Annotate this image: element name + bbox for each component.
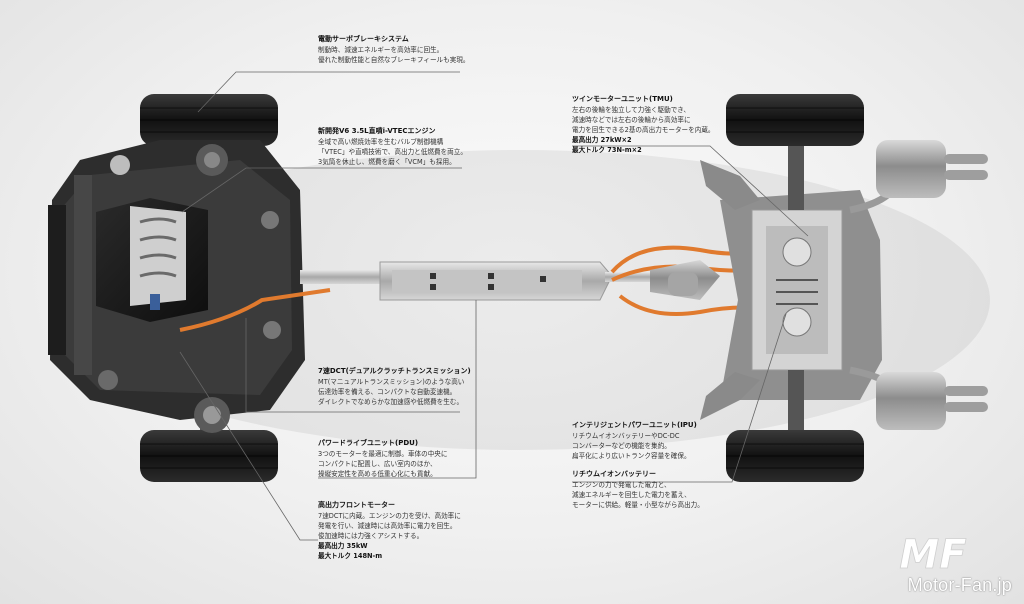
leader-tmu	[572, 145, 809, 237]
mf-logo-letters: MF	[899, 534, 966, 574]
rear-right-axle	[788, 370, 804, 440]
leader-motor	[179, 351, 318, 541]
leader-ipu	[572, 313, 787, 483]
callout-battery-line: エンジンの力で発電した電力と、	[572, 481, 671, 489]
callout-engine: 新開発V6 3.5L直噴i-VTECエンジン 全域で高い燃焼効率を生むバルブ制御…	[318, 126, 467, 167]
callout-pdu-line: コンパクトに配置し、広い室内のほか、	[318, 460, 437, 468]
engine-cover	[96, 198, 208, 322]
callout-battery-line: 減速エネルギーを回生した電力を蓄え、	[572, 491, 691, 499]
rear-left-tire	[726, 94, 864, 146]
callout-front-motor: 高出力フロントモーター 7速DCTに内蔵。エンジンの力を受け、高効率に 発電を行…	[318, 500, 461, 561]
callout-dct: 7速DCT(デュアルクラッチトランスミッション) MT(マニュアルトランスミッシ…	[318, 366, 471, 407]
callout-tmu-line: 左右の後輪を独立して力強く駆動でき、	[572, 106, 691, 114]
leader-engine	[181, 167, 462, 213]
rear-driveshaft	[605, 272, 655, 282]
callout-motor-max-output: 最高出力 35kW	[318, 542, 368, 550]
front-driveshaft	[300, 270, 390, 284]
front-left-tire	[140, 94, 278, 146]
callout-brake-line: 優れた制動性能と自然なブレーキフィールも実現。	[318, 56, 470, 64]
callout-spacer	[572, 461, 704, 469]
callout-tmu-max-torque: 最大トルク 73N-m×2	[572, 146, 642, 154]
mf-logo-mark: MF	[899, 534, 967, 574]
callout-engine-line: 「VTEC」や直噴技術で、高出力と低燃費を両立。	[318, 148, 467, 156]
callout-pdu-title: パワードライブユニット(PDU)	[318, 439, 419, 447]
callout-tmu-line: 電力を回生できる2基の高出力モーターを内蔵。	[572, 126, 715, 134]
callout-dct-title: 7速DCT(デュアルクラッチトランスミッション)	[318, 367, 471, 375]
rear-muffler-left	[876, 140, 988, 198]
callout-battery-line: モーターに供給。軽量・小型ながら高出力。	[572, 501, 704, 509]
callout-engine-line: 3気筒を休止し、燃費を磨く「VCM」も採用。	[318, 158, 456, 166]
callout-ipu-line: 扁平化により広いトランク容量を確保。	[572, 452, 691, 460]
watermark-logo: MF Motor-Fan.jp	[862, 534, 1012, 596]
watermark-brand-text: Motor-Fan.jp	[907, 575, 1012, 595]
callout-motor-line: 7速DCTに内蔵。エンジンの力を受け、高効率に	[318, 512, 461, 520]
callout-tmu-title: ツインモーターユニット(TMU)	[572, 95, 673, 103]
rear-right-tire	[726, 430, 864, 482]
callout-dct-line: MT(マニュアルトランスミッション)のような高い	[318, 378, 465, 386]
callout-pdu: パワードライブユニット(PDU) 3つのモーターを最適に制御。車体の中央に コン…	[318, 438, 447, 479]
leader-brake	[197, 71, 460, 113]
callout-engine-title: 新開発V6 3.5L直噴i-VTECエンジン	[318, 127, 436, 135]
center-exhaust	[650, 260, 720, 300]
callout-motor-title: 高出力フロントモーター	[318, 501, 395, 509]
callout-ipu-title: インテリジェントパワーユニット(IPU)	[572, 421, 697, 429]
callout-battery-title: リチウムイオンバッテリー	[572, 470, 656, 478]
callout-engine-line: 全域で高い燃焼効率を生むバルブ制御機構	[318, 138, 444, 146]
rear-left-axle	[788, 140, 804, 210]
callout-brake-title: 電動サーボブレーキシステム	[318, 35, 409, 43]
callout-pdu-line: 3つのモーターを最適に制御。車体の中央に	[318, 450, 448, 458]
center-tunnel-pdu	[379, 261, 613, 301]
callout-brake-system: 電動サーボブレーキシステム 制動時、減速エネルギーを高効率に回生。 優れた制動性…	[318, 34, 470, 65]
callout-brake-line: 制動時、減速エネルギーを高効率に回生。	[318, 46, 444, 54]
callout-twin-motor-unit: ツインモーターユニット(TMU) 左右の後輪を独立して力強く駆動でき、 減速時な…	[572, 94, 715, 155]
twin-motor-unit	[751, 209, 843, 371]
callout-tmu-line: 減速時などでは左右の後輪から高効率に	[572, 116, 691, 124]
callout-dct-line: 伝達効率を備える、コンパクトな自動変速機。	[318, 388, 457, 396]
callout-ipu-line: コンバーターなどの機能を集約。	[572, 442, 671, 450]
leader-pdu	[318, 300, 477, 479]
callout-ipu: インテリジェントパワーユニット(IPU) リチウムイオンバッテリーやDC-DC …	[572, 420, 704, 510]
callout-motor-max-torque: 最大トルク 148N-m	[318, 552, 383, 560]
front-hv-cable	[179, 288, 331, 332]
callout-ipu-line: リチウムイオンバッテリーやDC-DC	[572, 432, 680, 440]
front-right-tire	[140, 430, 278, 482]
callout-tmu-max-output: 最高出力 27kW×2	[572, 136, 632, 144]
callout-motor-line: 発電を行い、減速時には高効率に電力を回生。	[318, 522, 457, 530]
callout-dct-line: ダイレクトでなめらかな加速感や低燃費を生む。	[318, 398, 464, 406]
leader-lines	[179, 71, 809, 541]
callout-motor-line: 俊加速時には力強くアシストする。	[318, 532, 424, 540]
rear-muffler-right	[876, 372, 988, 430]
leader-dct	[245, 318, 460, 413]
callout-pdu-line: 操縦安定性を高める低重心化にも貢献。	[318, 470, 437, 478]
